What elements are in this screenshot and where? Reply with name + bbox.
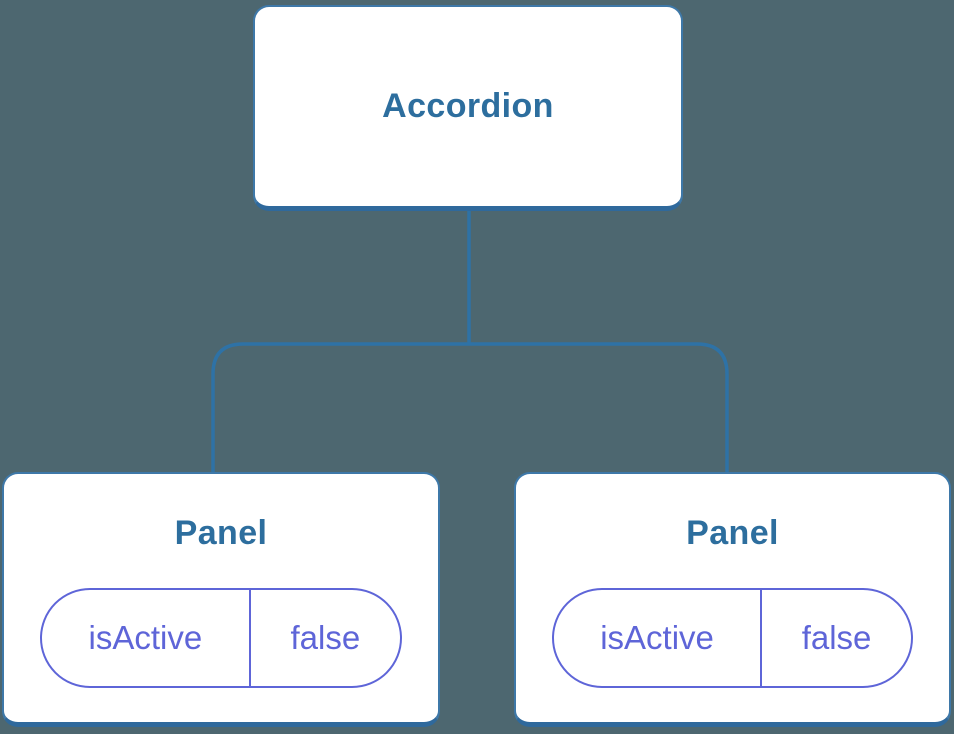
component-label-panel: Panel	[686, 514, 779, 552]
component-label-panel: Panel	[174, 514, 268, 552]
state-key: isActive	[42, 590, 251, 686]
connector-branches	[211, 342, 729, 472]
state-pill: isActive false	[40, 588, 402, 688]
state-key: isActive	[554, 590, 763, 686]
state-value: false	[290, 619, 361, 656]
state-value: false	[801, 619, 872, 656]
state-pill: isActive false	[552, 588, 913, 688]
component-box-accordion: Accordion	[253, 5, 683, 211]
component-label-accordion: Accordion	[382, 87, 554, 125]
component-box-panel-left: Panel isActive false	[2, 472, 440, 727]
component-box-panel-right: Panel isActive false	[514, 472, 951, 727]
